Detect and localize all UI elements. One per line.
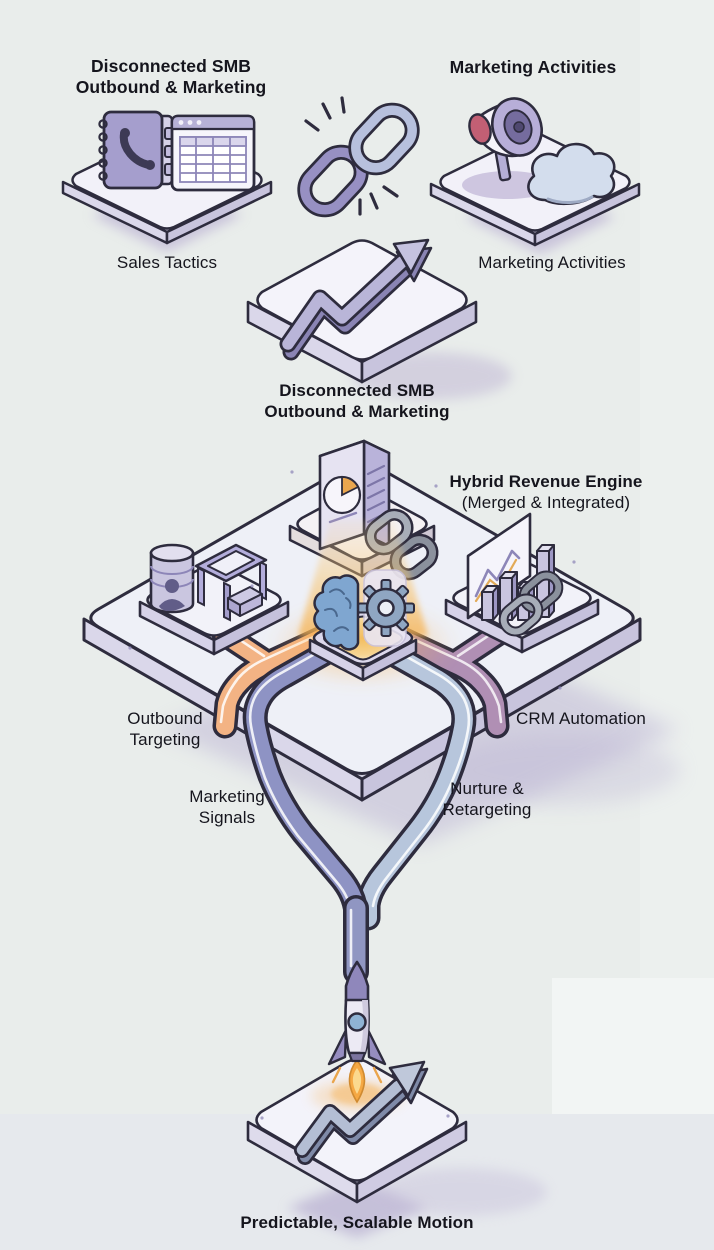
- flame-icon: [331, 1058, 383, 1104]
- megaphone-icon: [468, 97, 543, 182]
- label-crm-automation: CRM Automation: [516, 709, 646, 728]
- header-disconnected-line2: Outbound & Marketing: [75, 77, 267, 97]
- pipe-marketing-signals: [242, 633, 369, 983]
- label-hybrid-engine-line1: Hybrid Revenue Engine: [449, 472, 643, 491]
- label-disconnected-result: Disconnected SMB Outbound & Marketing: [264, 380, 449, 422]
- outcome-stage: [246, 960, 547, 1238]
- disconnected-stage: [61, 96, 641, 400]
- spreadsheet-icon: [170, 114, 256, 192]
- contact-book-icon: [98, 110, 175, 190]
- pipe-crm: [387, 621, 511, 739]
- label-hybrid-engine-line2: (Merged & Integrated): [461, 493, 631, 512]
- cloud-icon: [527, 142, 616, 206]
- database-contact-icon: [149, 543, 195, 614]
- brain-icon: [313, 574, 360, 651]
- label-signals-line1: Marketing: [189, 787, 265, 806]
- label-outbound-line1: Outbound: [127, 709, 203, 728]
- outcome-growth-arrow-icon: [294, 1060, 429, 1165]
- analytics-chain-link-icon: [498, 570, 564, 637]
- label-marketing-signals: Marketing Signals: [189, 786, 265, 828]
- label-nurture-line2: Retargeting: [442, 800, 532, 819]
- pipe-nurture: [355, 635, 477, 931]
- label-disconnected-result-line1: Disconnected SMB: [279, 381, 435, 400]
- label-hybrid-engine: Hybrid Revenue Engine (Merged & Integrat…: [450, 471, 643, 513]
- hybrid-engine-stage: [82, 439, 680, 985]
- sales-tools-subplatform: [138, 543, 290, 656]
- rocket-icon: [327, 960, 387, 1104]
- label-nurture-line1: Nurture &: [450, 779, 524, 798]
- label-outbound-targeting: Outbound Targeting: [127, 708, 202, 750]
- growth-arrow-icon: [279, 238, 433, 361]
- marketing-platform: [429, 97, 641, 254]
- frame-structure-icon: [194, 543, 268, 622]
- label-nurture-retargeting: Nurture & Retargeting: [443, 778, 532, 820]
- brain-gear-icon: [313, 569, 415, 651]
- header-marketing: Marketing Activities: [450, 57, 617, 78]
- label-disconnected-result-line2: Outbound & Marketing: [264, 402, 450, 421]
- header-marketing-text: Marketing Activities: [449, 57, 617, 77]
- disconnected-result-platform: [246, 238, 512, 400]
- snap-sparks: [304, 96, 399, 216]
- broken-chain-icon: [297, 96, 420, 218]
- header-disconnected: Disconnected SMB Outbound & Marketing: [76, 56, 267, 98]
- label-outcome: Predictable, Scalable Motion: [240, 1213, 474, 1232]
- label-signals-line2: Signals: [198, 808, 256, 827]
- label-marketing-activities: Marketing Activities: [478, 253, 626, 272]
- label-outbound-line2: Targeting: [129, 730, 201, 749]
- sales-platform: [61, 110, 273, 252]
- label-sales-tactics: Sales Tactics: [116, 253, 218, 272]
- header-disconnected-line1: Disconnected SMB: [90, 56, 252, 76]
- sparkle-dots: [128, 470, 576, 690]
- gear-icon: [357, 579, 415, 637]
- analytics-subplatform: [444, 512, 600, 654]
- outcome-platform: [246, 1058, 468, 1204]
